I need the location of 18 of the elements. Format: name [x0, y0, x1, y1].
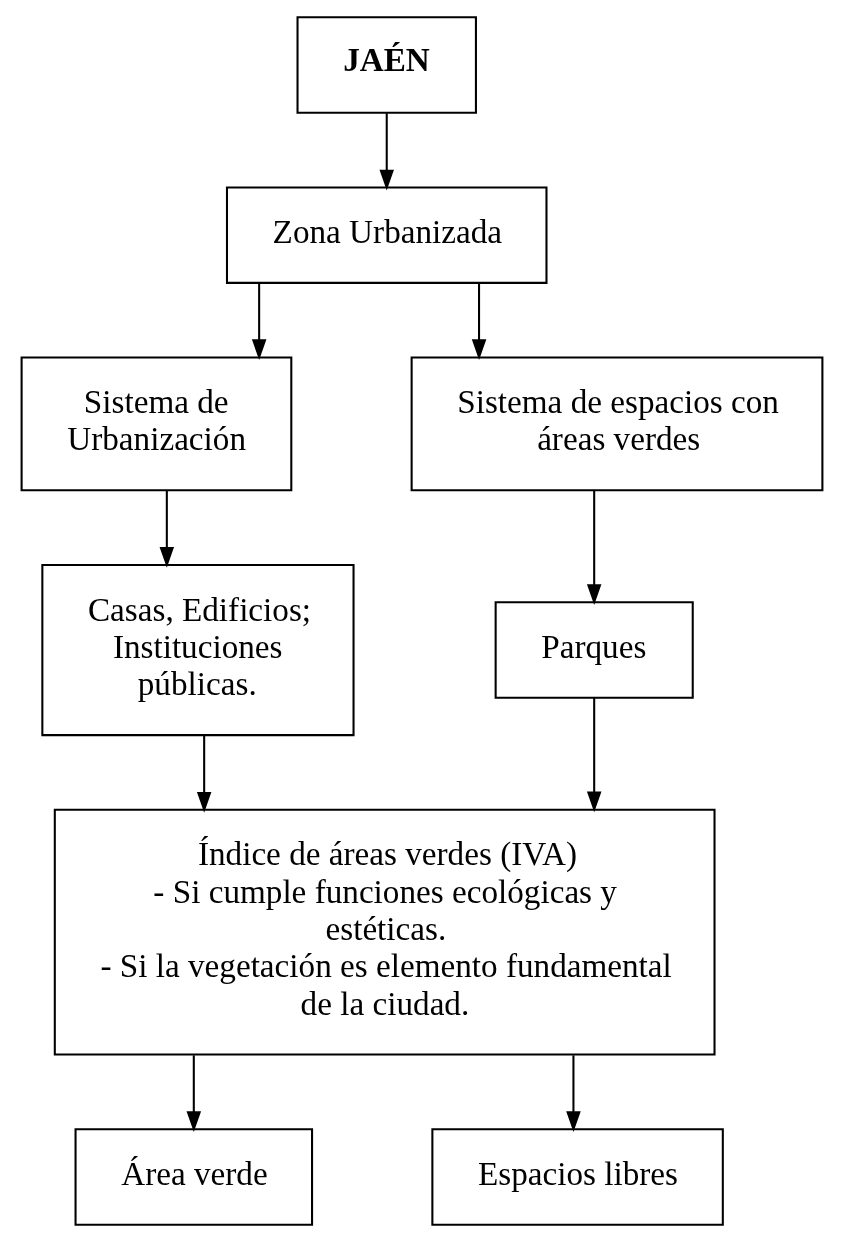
arrow: [471, 283, 487, 360]
node-box: Área verde: [74, 1127, 314, 1226]
arrow: [566, 1054, 581, 1132]
arrow: [251, 283, 267, 360]
node-box: Sistema de Urbanización: [20, 356, 293, 491]
node-box: Casas, Edificios; Instituciones públicas.: [41, 563, 355, 736]
node-box: JAÉN: [296, 15, 477, 114]
node-box: Zona Urbanizada: [225, 185, 548, 284]
node-box: Parques: [494, 600, 694, 699]
arrow: [186, 1054, 202, 1132]
node-box: Índice de áreas verdes (IVA) - Si cumple funciones ecológicas y estéticas. - Si la vegetación es elemento fundamental de la ciudad.: [53, 808, 716, 1056]
node-box: Espacios libres: [431, 1127, 724, 1226]
arrow: [196, 734, 212, 813]
node-box: Sistema de espacios con áreas verdes: [410, 356, 824, 491]
arrow: [159, 490, 175, 568]
arrow: [586, 697, 602, 812]
arrow: [379, 112, 394, 190]
arrow: [586, 490, 602, 605]
